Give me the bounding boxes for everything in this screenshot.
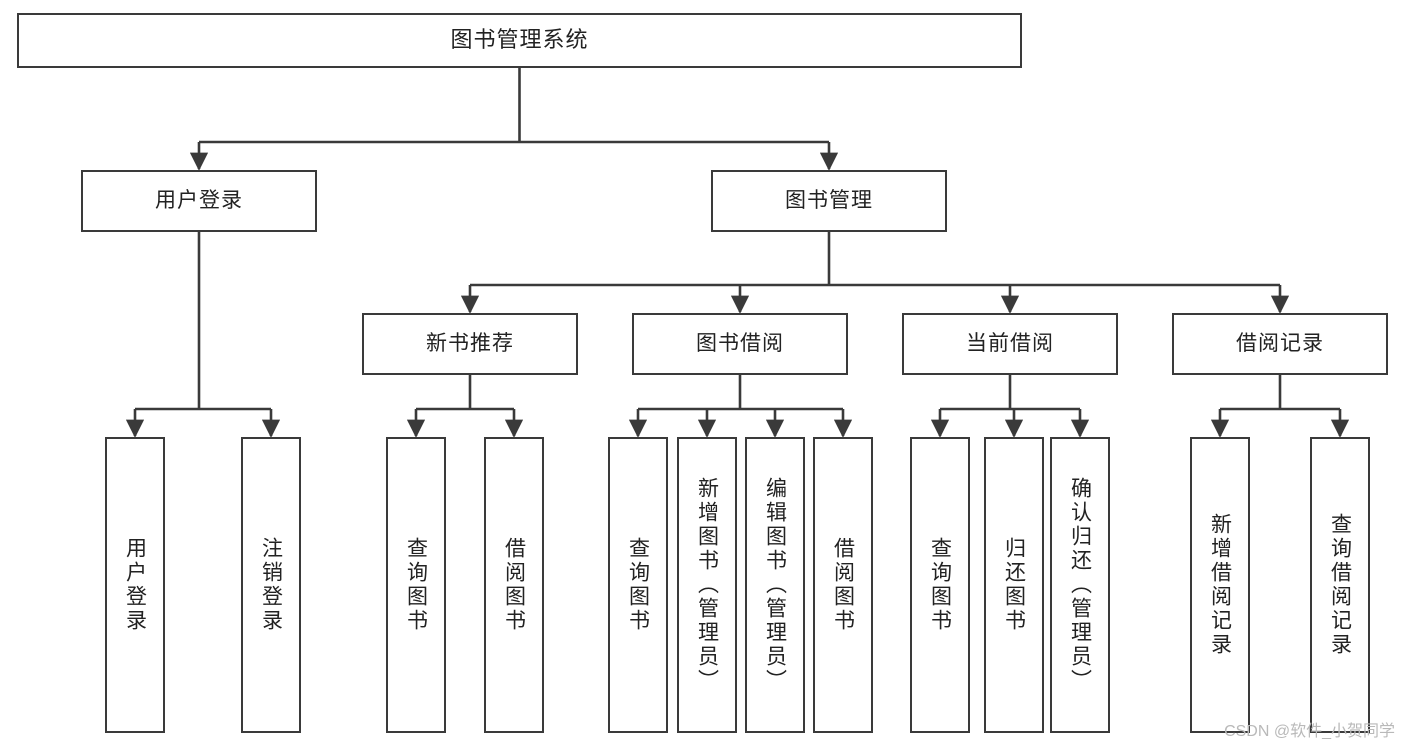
node-leaf-cur-return[interactable]: 归还图书	[984, 437, 1044, 733]
node-bookmgmt[interactable]: 图书管理	[711, 170, 947, 232]
node-records[interactable]: 借阅记录	[1172, 313, 1388, 375]
node-label: 编辑图书（管理员）	[763, 477, 787, 693]
node-label: 当前借阅	[966, 331, 1054, 355]
node-label: 用户登录	[155, 188, 243, 212]
node-leaf-user-login[interactable]: 用户登录	[105, 437, 165, 733]
node-leaf-cur-query[interactable]: 查询图书	[910, 437, 970, 733]
node-label: 新增借阅记录	[1208, 513, 1232, 657]
node-label: 图书管理系统	[450, 27, 589, 53]
node-label: 查询图书	[404, 537, 428, 633]
node-leaf-cur-confirm[interactable]: 确认归还（管理员）	[1050, 437, 1110, 733]
node-current[interactable]: 当前借阅	[902, 313, 1118, 375]
node-leaf-nb-borrow[interactable]: 借阅图书	[484, 437, 544, 733]
node-label: 用户登录	[123, 537, 147, 633]
node-label: 图书借阅	[696, 331, 784, 355]
node-root[interactable]: 图书管理系统	[17, 13, 1022, 68]
node-label: 新增图书（管理员）	[695, 477, 719, 693]
node-leaf-bw-edit[interactable]: 编辑图书（管理员）	[745, 437, 805, 733]
node-leaf-rec-add[interactable]: 新增借阅记录	[1190, 437, 1250, 733]
node-label: 查询图书	[928, 537, 952, 633]
node-label: 借阅图书	[502, 537, 526, 633]
node-borrow[interactable]: 图书借阅	[632, 313, 848, 375]
node-login[interactable]: 用户登录	[81, 170, 317, 232]
node-label: 注销登录	[259, 537, 283, 633]
node-leaf-rec-query[interactable]: 查询借阅记录	[1310, 437, 1370, 733]
node-label: 图书管理	[785, 188, 873, 212]
node-leaf-nb-query[interactable]: 查询图书	[386, 437, 446, 733]
node-label: 查询图书	[626, 537, 650, 633]
node-label: 新书推荐	[426, 331, 514, 355]
node-label: 借阅记录	[1236, 331, 1324, 355]
node-leaf-bw-borrow[interactable]: 借阅图书	[813, 437, 873, 733]
node-label: 借阅图书	[831, 537, 855, 633]
node-label: 归还图书	[1002, 537, 1026, 633]
node-leaf-user-logout[interactable]: 注销登录	[241, 437, 301, 733]
node-label: 查询借阅记录	[1328, 513, 1352, 657]
node-newbook[interactable]: 新书推荐	[362, 313, 578, 375]
node-leaf-bw-query[interactable]: 查询图书	[608, 437, 668, 733]
node-leaf-bw-add[interactable]: 新增图书（管理员）	[677, 437, 737, 733]
node-label: 确认归还（管理员）	[1068, 477, 1092, 693]
